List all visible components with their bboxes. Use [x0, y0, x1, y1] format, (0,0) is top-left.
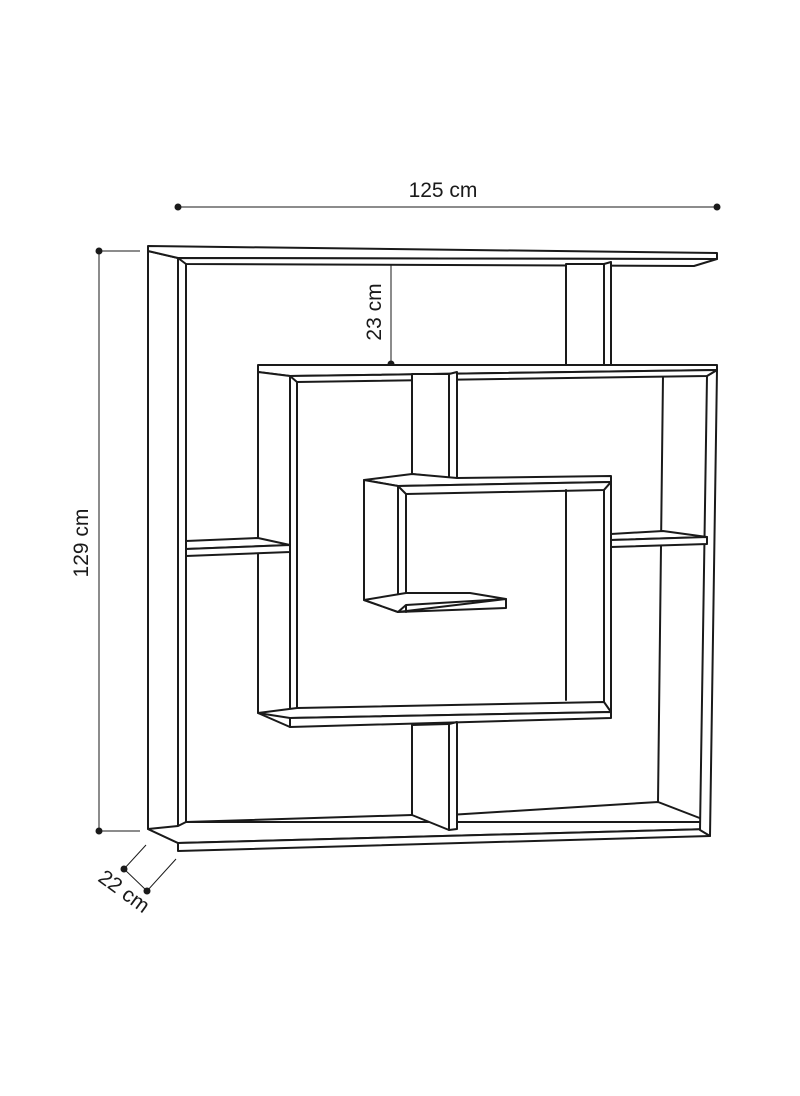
outer-top-panel — [147, 245, 718, 260]
innermost-left-side-panel — [363, 479, 399, 613]
depth-dimension-front-dot — [143, 887, 151, 895]
height-dimension: 129 cm — [70, 247, 140, 835]
inner-top-front-face — [289, 369, 718, 383]
innermost-hook-shelf-front — [397, 598, 507, 613]
width-dimension: 125 cm — [174, 179, 721, 211]
width-dimension-left-dot — [174, 203, 182, 211]
inner-bottom-front-face — [289, 711, 612, 728]
depth-dimension-line — [123, 868, 148, 892]
shelf-gap-label: 23 cm — [363, 283, 386, 340]
bottom-center-divider — [411, 721, 458, 831]
height-dimension-bottom-dot — [95, 827, 103, 835]
bookshelf — [147, 245, 718, 852]
depth-dimension-back-extension — [123, 844, 147, 870]
height-label: 129 cm — [70, 509, 93, 578]
depth-dimension-back-dot — [120, 865, 128, 873]
inner-bottom-panel — [257, 701, 612, 719]
depth-dimension-front-extension — [146, 858, 177, 892]
left-small-shelf-front — [185, 544, 291, 557]
shelf-gap-dimension: 23 cm — [363, 254, 395, 368]
width-dimension-right-dot — [713, 203, 721, 211]
depth-label: 22 cm — [94, 866, 154, 918]
width-label: 125 cm — [409, 179, 478, 202]
outer-left-side-panel — [147, 250, 179, 844]
height-dimension-top-dot — [95, 247, 103, 255]
depth-dimension: 22 cm — [94, 844, 177, 918]
outer-top-overhang-under — [177, 257, 718, 267]
outer-right-inner-edge — [657, 375, 664, 803]
inner-right-side-panel — [603, 481, 612, 717]
top-center-divider — [411, 371, 458, 479]
outer-right-side-panel — [699, 369, 718, 837]
